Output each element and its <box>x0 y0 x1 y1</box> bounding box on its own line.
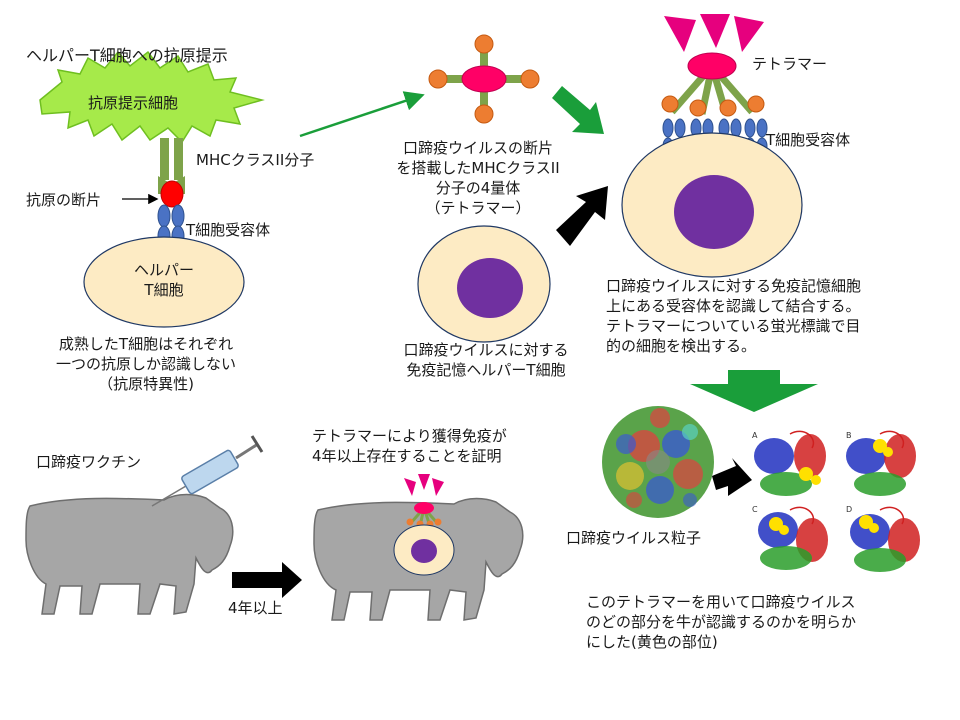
tcr-right-label: T細胞受容体 <box>766 131 851 149</box>
memory-t-cell-right <box>621 132 803 278</box>
tetramer-description: 口蹄疫ウイルスの断片 を搭載したMHCクラスII 分子の4量体 （テトラマー） <box>368 138 588 218</box>
helper-t-line-1: ヘルパー <box>133 261 194 279</box>
green-arrow-thin <box>299 91 425 138</box>
tetramer-molecule <box>428 34 540 124</box>
black-arrow <box>556 186 608 246</box>
conclusion-line-2: のどの部分を牛が認識するのかを明らか <box>586 613 857 631</box>
years-label: 4年以上 <box>228 599 283 617</box>
binding-desc-line-2: 上にある受容体を認識して結合する。 <box>606 297 861 315</box>
proof-line-2: 4年以上存在することを証明 <box>312 447 502 465</box>
panel-letter-c: C <box>752 505 758 514</box>
apc-label: 抗原提示細胞 <box>88 94 179 112</box>
helper-t-cell <box>83 236 245 328</box>
tetramer-desc-line-2: を搭載したMHCクラスII <box>396 159 560 177</box>
proof-line-1: テトラマーにより獲得免疫が <box>312 427 507 445</box>
panel-letter-a: A <box>752 431 758 440</box>
vaccine-label: 口蹄疫ワクチン <box>36 453 142 471</box>
antigen-fragment-label: 抗原の断片 <box>26 191 102 209</box>
memory-helper-line-2: 免疫記憶ヘルパーT細胞 <box>406 361 566 379</box>
tetramer-desc-line-1: 口蹄疫ウイルスの断片 <box>402 139 553 157</box>
mini-tetramer-cell <box>393 474 455 576</box>
memory-helper-line-1: 口蹄疫ウイルスに対する <box>403 341 569 359</box>
green-arrow-fat <box>552 86 604 134</box>
mhc-class2-label: MHCクラスII分子 <box>196 151 315 169</box>
virus-particle-image <box>602 406 714 518</box>
conclusion-line-3: にした(黄色の部位) <box>586 633 718 651</box>
specificity-line-3: （抗原特異性) <box>98 375 194 393</box>
tetramer-bound <box>661 52 765 117</box>
tetramer-label: テトラマー <box>752 55 828 73</box>
fluorescent-labels <box>664 14 764 52</box>
structure-panel-c <box>758 506 828 570</box>
specificity-line-2: 一つの抗原しか認識しない <box>55 355 236 373</box>
panel-letter-d: D <box>846 505 852 514</box>
tcr-left-label: T細胞受容体 <box>186 221 271 239</box>
cow-left <box>25 493 234 615</box>
syringe-icon <box>151 435 264 507</box>
specificity-text: 成熟したT細胞はそれぞれ 一つの抗原しか認識しない （抗原特異性) <box>26 334 266 394</box>
memory-t-cell-middle <box>417 225 551 343</box>
structure-panel-d <box>850 506 920 572</box>
helper-t-line-2: T細胞 <box>144 281 184 299</box>
virus-arrow <box>712 458 752 496</box>
conclusion-line-1: このテトラマーを用いて口蹄疫ウイルス <box>586 593 856 611</box>
proof-text: テトラマーにより獲得免疫が 4年以上存在することを証明 <box>312 426 507 466</box>
green-arrow-down <box>690 370 818 412</box>
binding-desc-line-1: 口蹄疫ウイルスに対する免疫記憶細胞 <box>606 277 862 295</box>
specificity-line-1: 成熟したT細胞はそれぞれ <box>58 335 234 353</box>
structure-panel-a <box>754 430 826 496</box>
tetramer-desc-line-3: 分子の4量体 <box>435 179 521 197</box>
diagram-title: ヘルパーT細胞への抗原提示 <box>26 46 228 65</box>
binding-desc-line-4: 的の細胞を検出する。 <box>606 337 757 355</box>
helper-t-label: ヘルパー T細胞 <box>104 260 224 300</box>
antigen-presenting-cell <box>39 50 265 144</box>
memory-helper-label: 口蹄疫ウイルスに対する 免疫記憶ヘルパーT細胞 <box>366 340 606 380</box>
time-arrow <box>232 562 302 598</box>
binding-description: 口蹄疫ウイルスに対する免疫記憶細胞 上にある受容体を認識して結合する。 テトラマ… <box>606 276 861 356</box>
binding-desc-line-3: テトラマーについている蛍光標識で目 <box>606 317 861 335</box>
virus-particle-label: 口蹄疫ウイルス粒子 <box>566 529 702 547</box>
mhc-class2-left <box>158 138 185 208</box>
conclusion-text: このテトラマーを用いて口蹄疫ウイルス のどの部分を牛が認識するのかを明らか にし… <box>586 592 856 652</box>
tetramer-desc-line-4: （テトラマー） <box>425 199 531 217</box>
panel-letter-b: B <box>846 431 852 440</box>
structure-panel-b <box>846 430 916 496</box>
